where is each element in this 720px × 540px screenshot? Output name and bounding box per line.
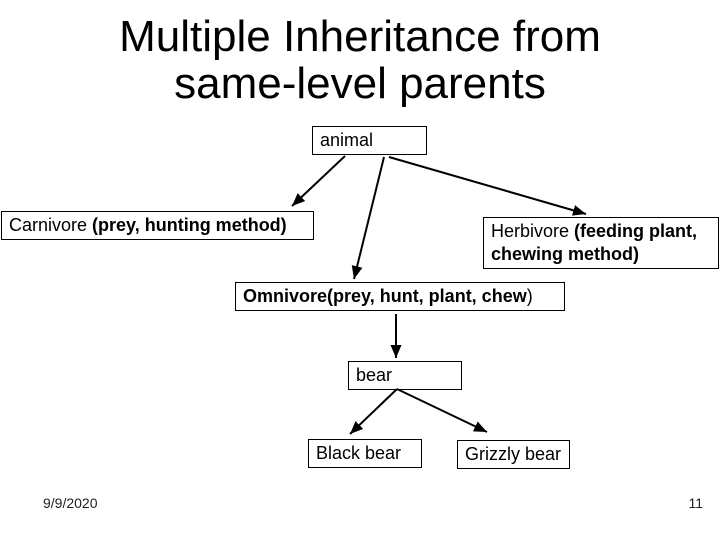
node-carnivore-label: Carnivore (9, 215, 88, 235)
node-bear-label: bear (356, 365, 393, 385)
node-grizzly-bear: Grizzly bear (457, 440, 570, 469)
edge-bear-grizzly-bear (396, 388, 488, 433)
node-omnivore-label: Omnivore(prey, hunt, plant, chew (243, 286, 527, 306)
node-black-bear-label: Black bear (316, 443, 402, 463)
node-omnivore: Omnivore(prey, hunt, plant, chew) (235, 282, 565, 311)
node-animal: animal (312, 126, 427, 155)
node-herbivore-detail: (feeding plant, chewing method) (491, 221, 698, 264)
node-animal-label: animal (320, 130, 374, 150)
footer-page-number: 11 (688, 495, 703, 511)
node-herbivore-label: Herbivore (491, 221, 570, 241)
edge-animal-herbivore (388, 156, 587, 216)
edge-bear-black-bear (349, 388, 398, 435)
node-black-bear: Black bear (308, 439, 422, 468)
edge-animal-omnivore (351, 156, 385, 280)
node-bear: bear (348, 361, 462, 390)
node-grizzly-bear-label: Grizzly bear (465, 444, 562, 464)
footer-date: 9/9/2020 (43, 495, 98, 511)
node-herbivore: Herbivore (feeding plant, chewing method… (483, 217, 719, 269)
slide-title-line2: same-level parents (174, 59, 546, 108)
node-omnivore-suffix: ) (526, 286, 533, 306)
node-carnivore: Carnivore (prey, hunting method) (1, 211, 314, 240)
node-carnivore-detail: (prey, hunting method) (87, 215, 287, 235)
slide-title-line1: Multiple Inheritance from (119, 12, 601, 61)
edge-animal-carnivore (291, 155, 346, 207)
